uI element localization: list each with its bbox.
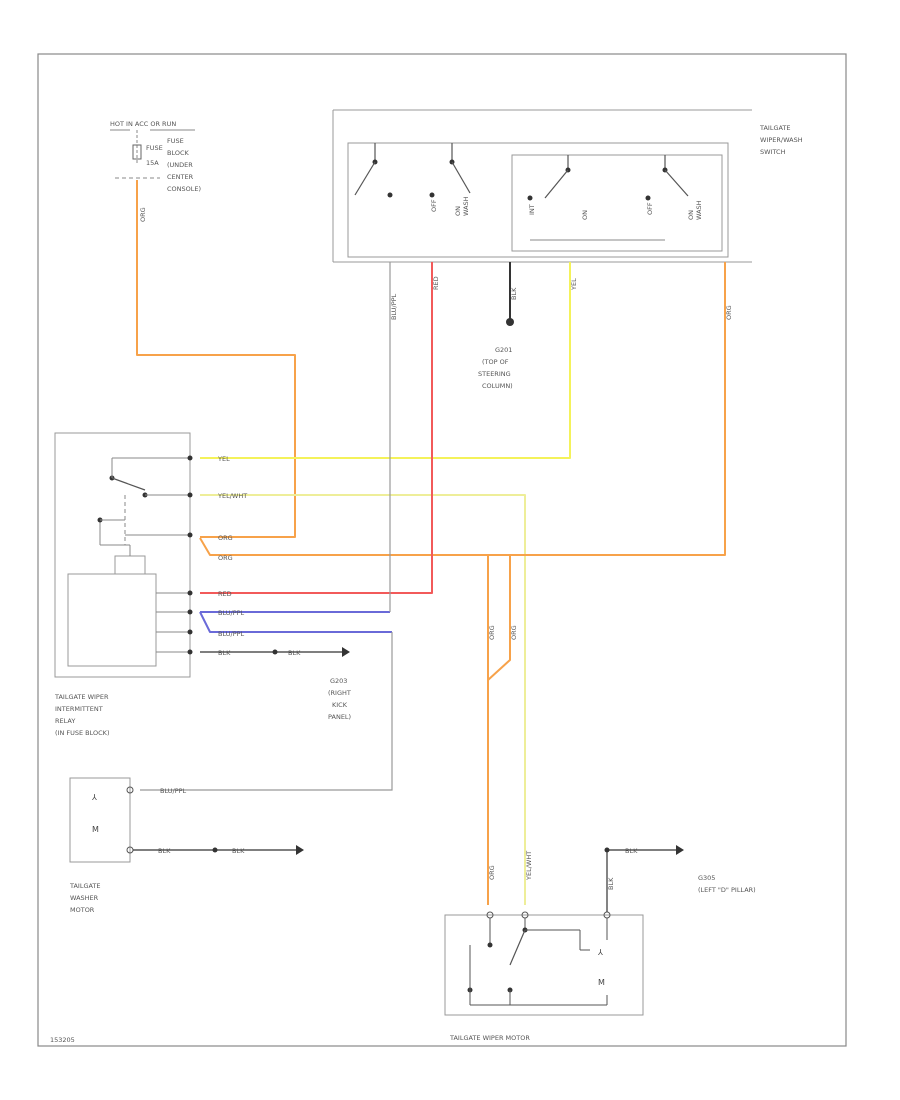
- washer-label-3: MOTOR: [70, 906, 95, 914]
- wiper-motor-symbol: M: [598, 978, 605, 987]
- relay-label-1: TAILGATE WIPER: [54, 693, 109, 701]
- switch4-on: ON: [687, 210, 695, 220]
- intermittent-relay: TAILGATE WIPER INTERMITTENT RELAY (IN FU…: [54, 432, 193, 737]
- ground-g201-icon: [506, 318, 514, 326]
- wire-label-blk-sw: BLK: [510, 287, 518, 300]
- wiper-motor-label: TAILGATE WIPER MOTOR: [449, 1034, 530, 1042]
- wire-yel-wht: [200, 494, 526, 905]
- wire-org-merge: [487, 555, 511, 681]
- wire-org-fuse-to-relay: [136, 180, 296, 538]
- wire-blu-ppl2: [199, 611, 392, 633]
- wire-label-red: RED: [218, 590, 232, 598]
- fuse-icon: [132, 144, 142, 160]
- switch2-off: OFF: [430, 199, 438, 212]
- relay-label-2: INTERMITTENT: [55, 705, 103, 713]
- switch-label-3: SWITCH: [760, 148, 786, 156]
- g203-label-4: PANEL): [328, 713, 351, 721]
- g201-label-3: STEERING: [478, 370, 511, 378]
- wire-label-motor-yw: YEL/WHT: [525, 851, 533, 881]
- washer-motor-symbol-top: ⅄: [91, 793, 97, 802]
- washer-label-2: WASHER: [70, 894, 99, 902]
- wire-blu-ppl-washer: [140, 632, 393, 791]
- g203-label-3: KICK: [332, 701, 348, 709]
- g201-label-1: G201: [495, 346, 512, 354]
- wire-label-blu-sw: BLU/PPL: [390, 293, 398, 320]
- wire-org-relay-switch: [199, 262, 726, 556]
- wire-label-org-sw: ORG: [725, 305, 733, 320]
- outer-frame: [37, 53, 847, 1047]
- ignition-label: HOT IN ACC OR RUN: [110, 120, 176, 128]
- g201-label-2: (TOP OF: [482, 358, 509, 366]
- fuse-amp: 15A: [146, 159, 159, 167]
- wire-label-motor-blk: BLK: [625, 847, 638, 855]
- washer-ground-icon: [296, 845, 304, 855]
- wire-label-org-fuse: ORG: [139, 207, 147, 222]
- wire-label-motor-blk2: BLK: [607, 877, 615, 890]
- wire-label-washer-blk1: BLK: [158, 847, 171, 855]
- switch2-on-a: ON: [454, 206, 462, 216]
- fuse-label: FUSE: [146, 144, 163, 152]
- switch-label-2: WIPER/WASH: [760, 136, 803, 144]
- switch3-int: INT: [528, 204, 536, 215]
- switch2-wash-a: WASH: [462, 196, 470, 216]
- wire-label-blu-ppl2: BLU/PPL: [218, 630, 245, 638]
- g305-label-1: G305: [698, 874, 715, 882]
- wiper-motor: ⅄ M TAILGATE WIPER MOTOR: [444, 911, 644, 1042]
- wire-label-red-sw: RED: [432, 276, 440, 290]
- relay-label-4: (IN FUSE BLOCK): [55, 729, 109, 737]
- fuse-block-label-4: CENTER: [167, 173, 194, 181]
- g305-label-2: (LEFT "D" PILLAR): [698, 886, 756, 894]
- ground-g305-icon: [676, 845, 684, 855]
- tailgate-wiper-wash-switch: TAILGATE WIPER/WASH SWITCH OFF ON WASH I…: [332, 109, 803, 263]
- fuse-block-label-1: FUSE: [167, 137, 184, 145]
- wire-label-motor-org: ORG: [488, 865, 496, 880]
- wire-label-org-v2: ORG: [510, 625, 518, 640]
- g203-label-2: (RIGHT: [328, 689, 351, 697]
- wire-label-yel-wht: YEL/WHT: [217, 492, 247, 500]
- g201-label-4: COLUMN): [482, 382, 513, 390]
- washer-motor-symbol: M: [92, 825, 99, 834]
- wire-label-org-v1: ORG: [488, 625, 496, 640]
- g203-label-1: G203: [330, 677, 347, 685]
- wire-label-yel-sw: YEL: [570, 278, 578, 291]
- wire-label-blu-ppl: BLU/PPL: [218, 609, 245, 617]
- relay-label-3: RELAY: [55, 717, 75, 725]
- switch3-on: ON: [581, 210, 589, 220]
- washer-label-1: TAILGATE: [69, 882, 101, 890]
- fuse-block-label-5: CONSOLE): [167, 185, 201, 193]
- wire-label-yel: YEL: [217, 455, 230, 463]
- fuse-block-label-3: (UNDER: [167, 161, 193, 169]
- wire-yel: [200, 262, 571, 459]
- wire-red: [200, 262, 433, 594]
- washer-motor: ⅄ M BLK BLK TAILGATE WASHER MOTOR: [69, 777, 304, 914]
- wire-label-blk: BLK: [218, 649, 231, 657]
- wiper-motor-symbol-top: ⅄: [597, 948, 603, 957]
- wire-label-org2: ORG: [218, 554, 233, 562]
- wire-label-washer-blk2: BLK: [232, 847, 245, 855]
- wire-label-washer-blu: BLU/PPL: [160, 787, 187, 795]
- footer-code: 153205: [50, 1036, 75, 1044]
- fuse-block-label-2: BLOCK: [167, 149, 190, 157]
- wire-label-blk2: BLK: [288, 649, 301, 657]
- switch4-wash: WASH: [695, 200, 703, 220]
- fuse-area: HOT IN ACC OR RUN FUSE 15A FUSE BLOCK (U…: [110, 120, 201, 193]
- switch-label-1: TAILGATE: [759, 124, 791, 132]
- wire-label-org1: ORG: [218, 534, 233, 542]
- switch4-off: OFF: [646, 202, 654, 215]
- ground-g203-icon: [342, 647, 350, 657]
